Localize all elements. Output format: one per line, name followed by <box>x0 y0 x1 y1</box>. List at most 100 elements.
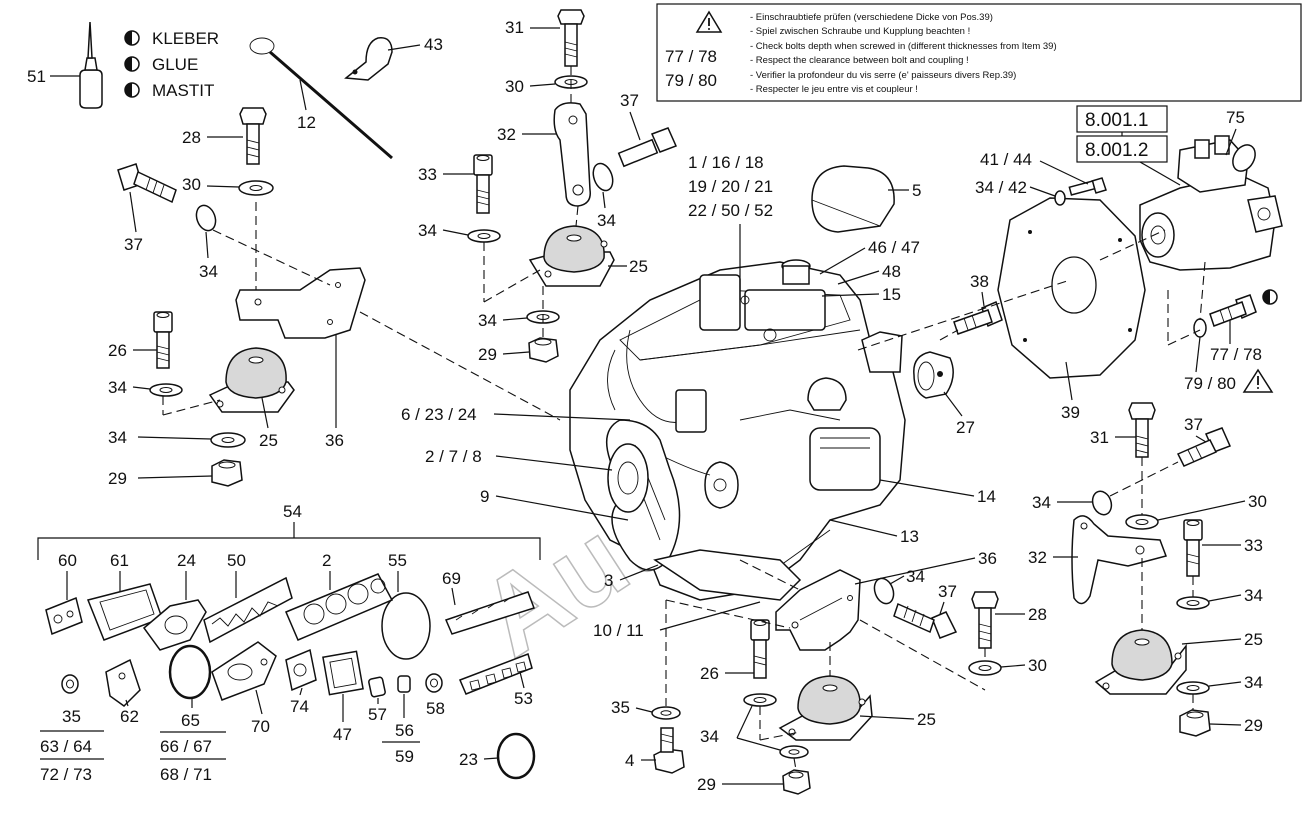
label-25-top: 25 <box>629 257 648 276</box>
label-30-right: 30 <box>1248 492 1267 511</box>
label-36-left: 36 <box>325 431 344 450</box>
label-28-bottom: 28 <box>1028 605 1047 624</box>
label-34-right-mid: 34 <box>1244 586 1263 605</box>
label-69: 69 <box>442 569 461 588</box>
label-50-gasket: 50 <box>227 551 246 570</box>
label-62: 62 <box>120 707 139 726</box>
half-circle-icon <box>124 56 140 72</box>
label-39: 39 <box>1061 403 1080 422</box>
note-line-de-1: - Einschraubtiefe prüfen (verschiedene D… <box>750 12 993 23</box>
label-79-80: 79 / 80 <box>1184 374 1236 393</box>
label-38: 38 <box>970 272 989 291</box>
adhesive-legend: 51 KLEBER GLUE MASTIT <box>27 21 219 109</box>
label-25-bottom: 25 <box>917 710 936 729</box>
label-59: 59 <box>395 747 414 766</box>
label-30-top: 30 <box>505 77 524 96</box>
label-19-20-21: 19 / 20 / 21 <box>688 177 773 196</box>
label-28-left: 28 <box>182 128 201 147</box>
cable-tie-part: 12 <box>249 37 393 160</box>
label-23-gasket: 23 <box>459 750 478 769</box>
clamp-part: 43 <box>344 35 443 81</box>
note-line-de-2: - Spiel zwischen Schraube und Kupplung b… <box>750 26 970 37</box>
label-29-left: 29 <box>108 469 127 488</box>
label-24-gasket: 24 <box>177 551 196 570</box>
label-31-top: 31 <box>505 18 524 37</box>
label-26-bottom: 26 <box>700 664 719 683</box>
refbox-8001-2: 8.001.2 <box>1085 140 1148 161</box>
label-41-44: 41 / 44 <box>980 150 1032 169</box>
half-circle-icon <box>124 82 140 98</box>
label-34-top-left: 34 <box>418 221 437 240</box>
label-72-73: 72 / 73 <box>40 765 92 784</box>
label-2-7-8: 2 / 7 / 8 <box>425 447 482 466</box>
label-60: 60 <box>58 551 77 570</box>
label-34-right-top: 34 <box>1032 493 1051 512</box>
label-30-bottom: 30 <box>1028 656 1047 675</box>
half-circle-icon <box>124 30 140 46</box>
legend-glue: GLUE <box>152 55 198 74</box>
left-mount: 28 30 37 34 36 26 34 2 <box>108 107 561 488</box>
label-70: 70 <box>251 717 270 736</box>
label-34-left-mid: 34 <box>108 378 127 397</box>
warning-triangle-icon <box>695 10 723 33</box>
label-65: 65 <box>181 711 200 730</box>
glue-tube-icon <box>79 21 103 109</box>
label-22-50-52: 22 / 50 / 52 <box>688 201 773 220</box>
label-51: 51 <box>27 67 46 86</box>
label-14: 14 <box>977 487 996 506</box>
note-line-en-2: - Respect the clearance between bolt and… <box>750 55 969 66</box>
note-line-en-1: - Check bolts depth when screwed in (dif… <box>750 41 1057 52</box>
label-6-23-24: 6 / 23 / 24 <box>401 405 477 424</box>
label-32-right: 32 <box>1028 548 1047 567</box>
engine-block: 5 1 / 16 / 18 19 / 20 / 21 22 / 50 / 52 … <box>401 153 996 640</box>
label-34-top-lower: 34 <box>478 311 497 330</box>
label-36-bottom: 36 <box>978 549 997 568</box>
note-line-fr-2: - Respecter le jeu entre vis et coupleur… <box>750 84 918 95</box>
legend-kleber: KLEBER <box>152 29 219 48</box>
label-3: 3 <box>604 571 613 590</box>
label-33-right: 33 <box>1244 536 1263 555</box>
label-9: 9 <box>480 487 489 506</box>
label-26-left: 26 <box>108 341 127 360</box>
label-27: 27 <box>956 418 975 437</box>
refbox-8001-1: 8.001.1 <box>1085 110 1148 131</box>
label-35-bottom: 35 <box>611 698 630 717</box>
label-13: 13 <box>900 527 919 546</box>
warning-triangle-icon <box>1242 368 1274 393</box>
note-ref-77-78: 77 / 78 <box>665 47 717 66</box>
label-57: 57 <box>368 705 387 724</box>
warning-note: 77 / 78 79 / 80 - Einschraubtiefe prüfen… <box>656 3 1302 102</box>
label-34-top-right: 34 <box>597 211 616 230</box>
label-37-top: 37 <box>620 91 639 110</box>
label-56: 56 <box>395 721 414 740</box>
label-34-42: 34 / 42 <box>975 178 1027 197</box>
label-29-bottom: 29 <box>697 775 716 794</box>
label-34-right-low: 34 <box>1244 673 1263 692</box>
label-4-bottom: 4 <box>625 751 634 770</box>
label-2-gasket: 2 <box>322 551 331 570</box>
label-68-71: 68 / 71 <box>160 765 212 784</box>
reference-boxes: 8.001.1 8.001.2 <box>1076 105 1181 186</box>
label-58: 58 <box>426 699 445 718</box>
label-30-left: 30 <box>182 175 201 194</box>
label-54: 54 <box>283 502 302 521</box>
label-77-78: 77 / 78 <box>1210 345 1262 364</box>
label-12: 12 <box>297 113 316 132</box>
label-34-left-low: 34 <box>108 428 127 447</box>
label-37-right: 37 <box>1184 415 1203 434</box>
label-53: 53 <box>514 689 533 708</box>
right-mount: 31 37 34 30 32 33 34 2 <box>1028 402 1267 737</box>
label-66-67: 66 / 67 <box>160 737 212 756</box>
pump-mounting: 39 27 38 41 / 44 34 / 42 75 <box>857 108 1283 437</box>
half-circle-icon <box>1262 289 1278 305</box>
label-37-bottom: 37 <box>938 582 957 601</box>
note-line-fr-1: - Verifier la profondeur du vis serre (e… <box>750 70 1016 81</box>
label-47: 47 <box>333 725 352 744</box>
label-5: 5 <box>912 181 921 200</box>
top-center-mount: 31 30 32 37 34 33 34 25 <box>418 9 678 364</box>
label-63-64: 63 / 64 <box>40 737 92 756</box>
label-43: 43 <box>424 35 443 54</box>
label-34-left-top: 34 <box>199 262 218 281</box>
label-31-right: 31 <box>1090 428 1109 447</box>
